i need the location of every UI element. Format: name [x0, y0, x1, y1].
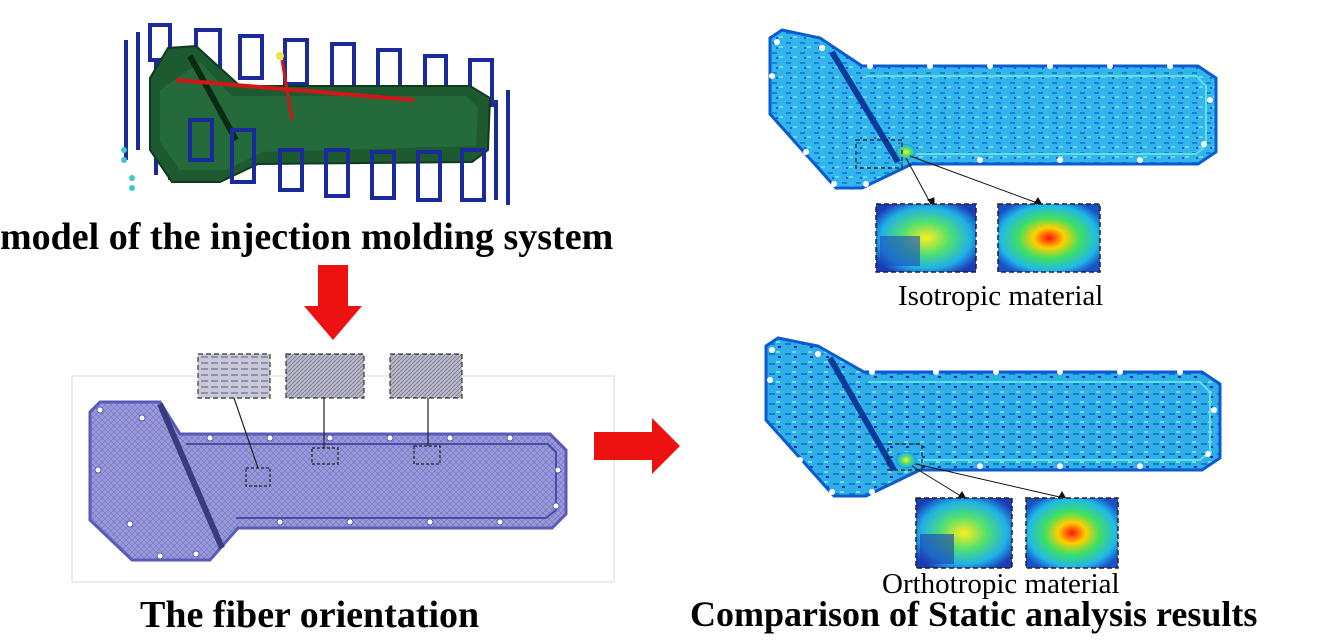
caption-orthotropic: Orthotropic material [882, 570, 1120, 600]
fiber-zoom-3 [389, 353, 463, 399]
isotropic-contour [768, 28, 1218, 190]
caption-isotropic: Isotropic material [898, 282, 1104, 312]
caption-injection-model: model of the injection molding system [0, 218, 614, 258]
isotropic-zoom-2 [997, 203, 1101, 273]
fiber-zoom-1 [197, 353, 271, 399]
injection-model-illustration [121, 23, 510, 205]
fiber-zoom-2 [285, 353, 365, 399]
arrow-down [304, 265, 362, 340]
caption-comparison: Comparison of Static analysis results [690, 596, 1258, 634]
orthotropic-contour [764, 336, 1222, 498]
arrow-right [594, 418, 680, 474]
caption-fiber-orientation: The fiber orientation [140, 596, 480, 636]
runner-red [175, 78, 415, 102]
orthotropic-zoom-2 [1025, 497, 1119, 569]
fiber-mesh-part [88, 400, 568, 562]
